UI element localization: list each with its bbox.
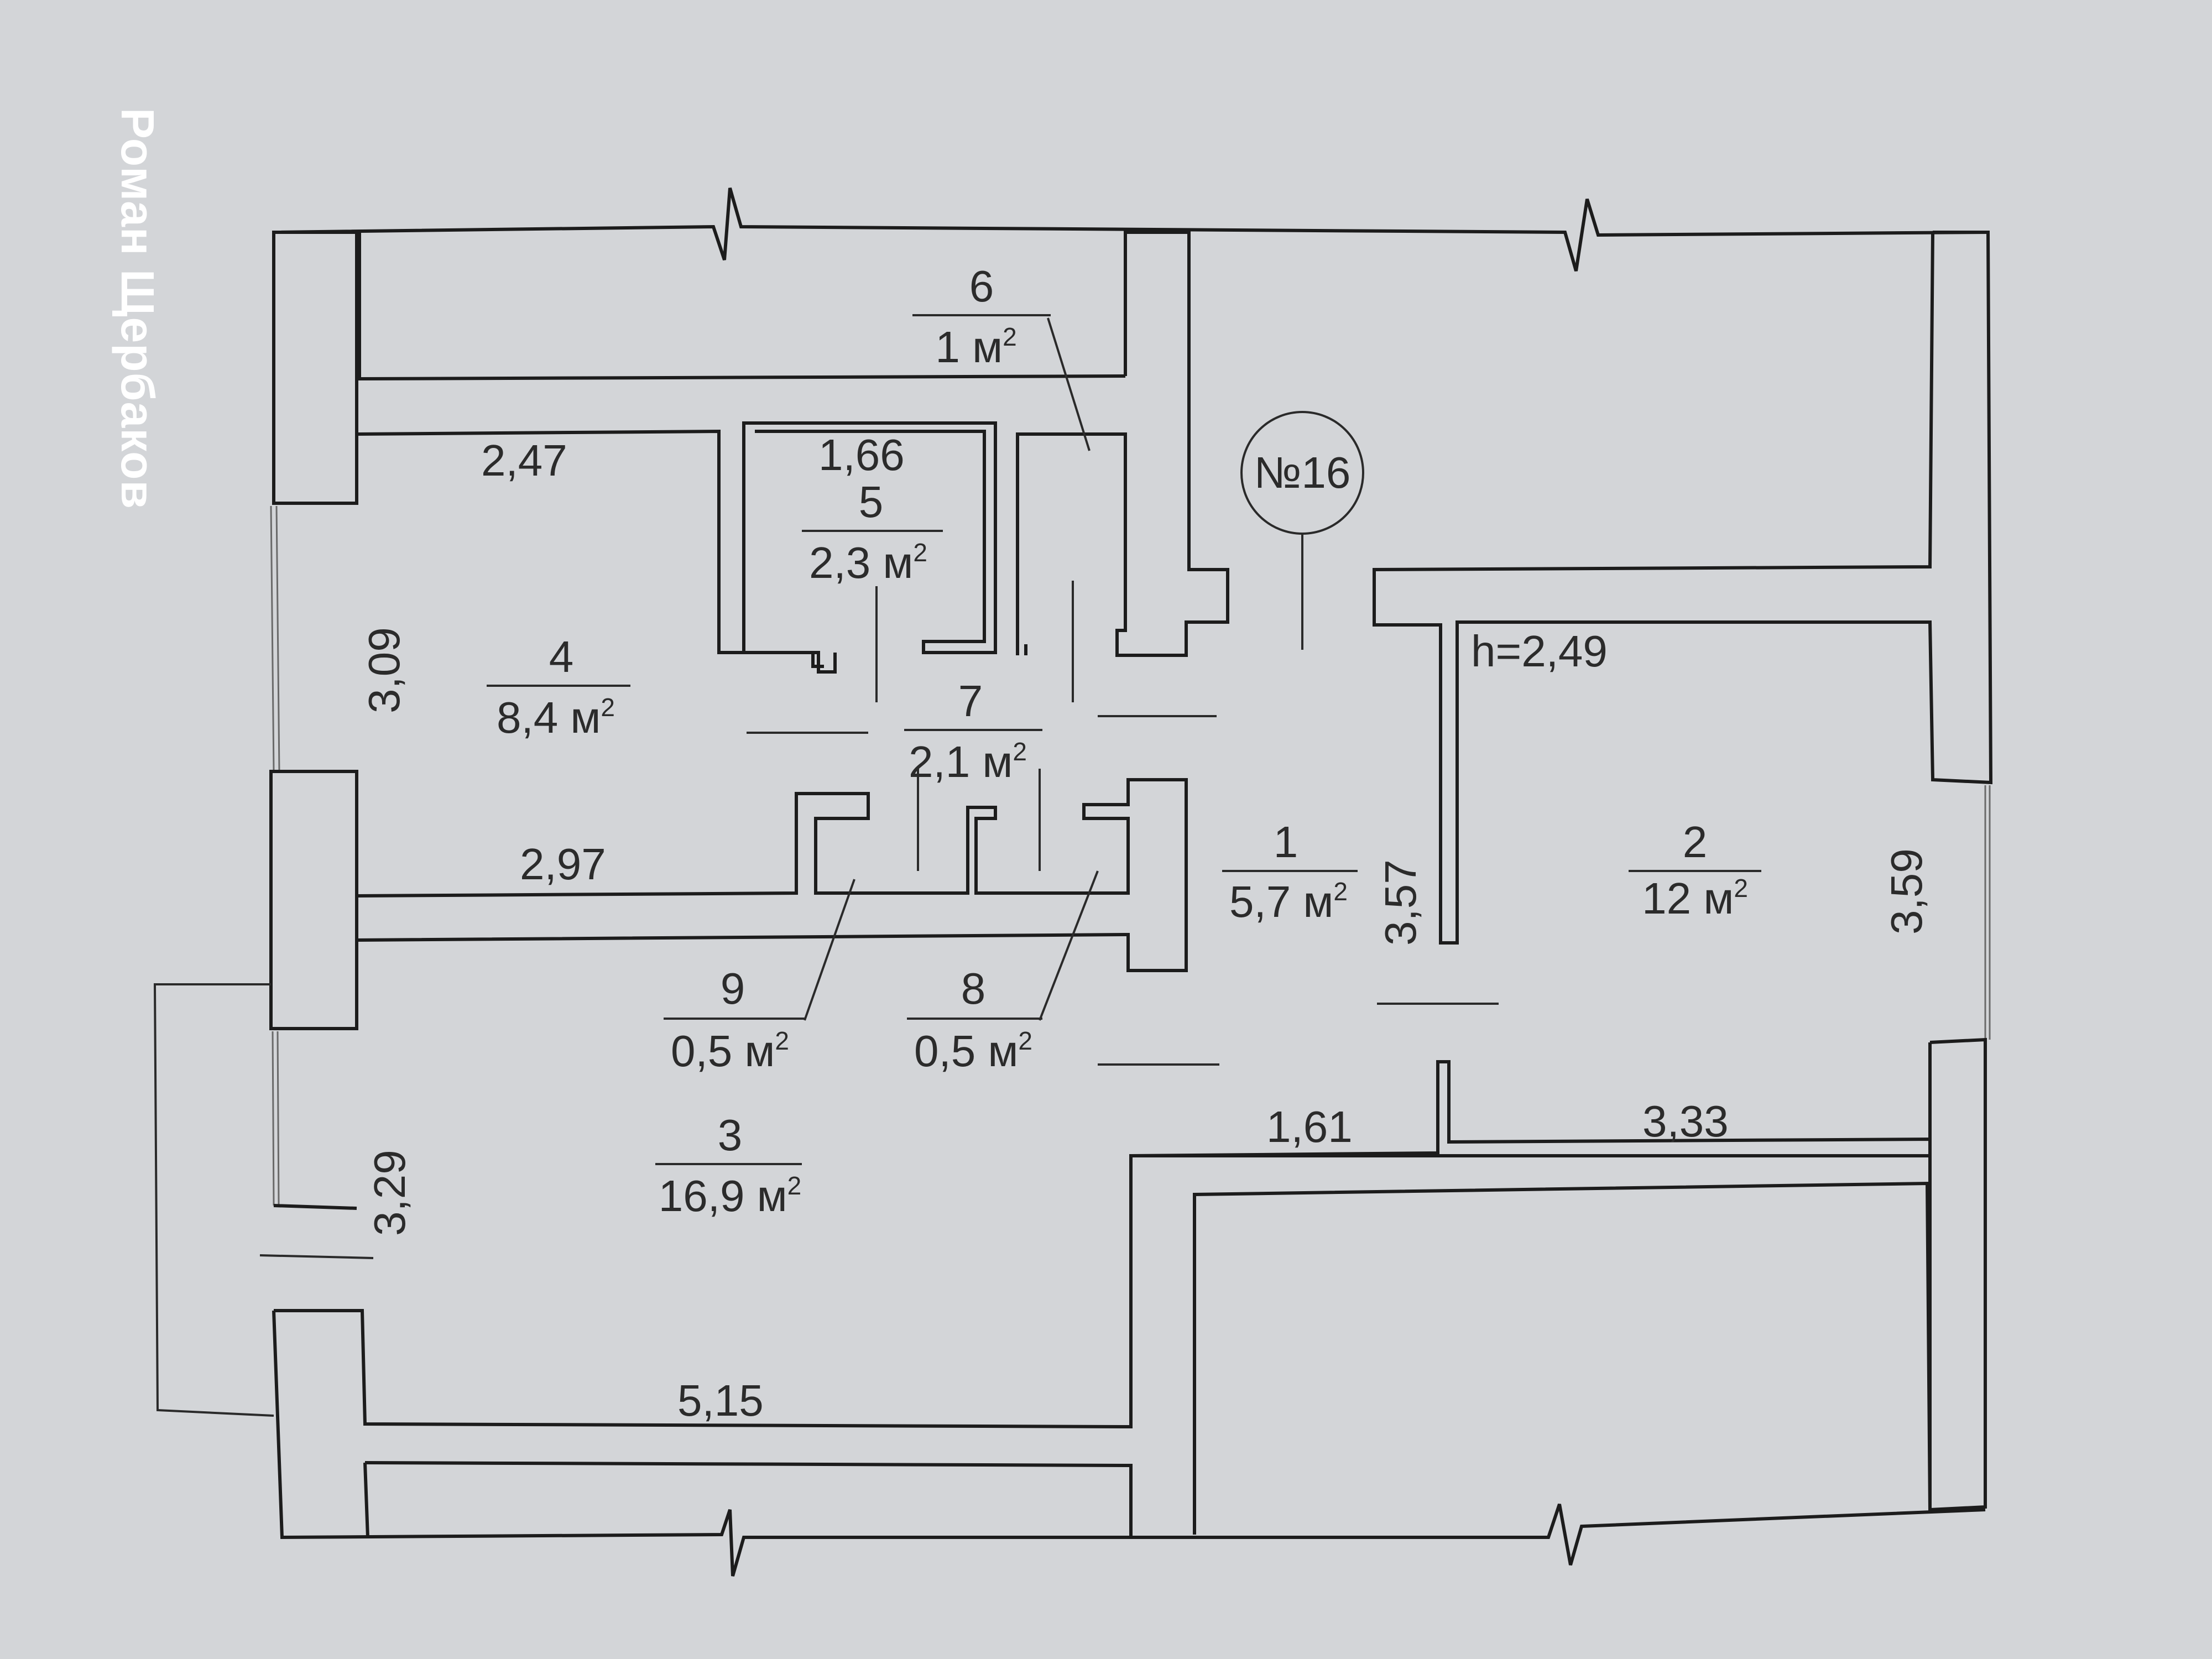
- room5-wall-inner: [744, 651, 824, 668]
- window-left-2b: [276, 1031, 280, 1206]
- bottom-wall-inner: [364, 1461, 1133, 1537]
- apartment-badge-text: №16: [1254, 448, 1351, 497]
- room4-bottom-wall: [355, 771, 1188, 1029]
- room-6-area-unit: м: [972, 322, 1003, 372]
- dim-room2-bottom: 3,33: [1642, 1097, 1729, 1146]
- leader-room6: [1047, 317, 1091, 451]
- room-4-area: 8,4 м2: [497, 693, 615, 742]
- balcony-outline: [153, 983, 274, 1417]
- room-5-area-unit: м: [883, 538, 913, 587]
- room-8-area-unit: м: [988, 1026, 1018, 1076]
- room5-wall: [742, 421, 997, 654]
- room-6-number: 6: [969, 262, 994, 311]
- room-2-area-value: 12: [1642, 874, 1691, 923]
- room-2-area-power: 2: [1734, 874, 1748, 902]
- room-8-area-power: 2: [1018, 1026, 1032, 1055]
- dim-room4-left: 3,09: [359, 627, 409, 713]
- room-3-area-unit: м: [757, 1171, 787, 1220]
- window-left-1a: [270, 505, 275, 772]
- room-5-area-power: 2: [913, 538, 927, 567]
- room-5-number: 5: [859, 477, 884, 526]
- lower-right-block: [1193, 1181, 1932, 1535]
- top-wall-outer: [273, 187, 1989, 272]
- room-1-area-unit: м: [1303, 877, 1333, 926]
- dim-room5-top: 1,66: [818, 430, 905, 479]
- bottom-wall-outer: [272, 1310, 1986, 1577]
- room4-top-wall: [356, 429, 837, 674]
- dim-room3-left: 3,29: [365, 1150, 414, 1236]
- room-7-area: 2,1 м2: [909, 737, 1027, 786]
- room-4-number: 4: [549, 632, 574, 681]
- apartment-badge-circle: [1240, 411, 1364, 535]
- room-9-area: 0,5 м2: [671, 1026, 789, 1076]
- dim-room3-bottom: 5,15: [677, 1376, 764, 1425]
- room-1-number: 1: [1274, 817, 1298, 867]
- room-8-number: 8: [961, 964, 986, 1013]
- room-1-area: 5,7 м2: [1229, 877, 1348, 926]
- room-6-area: 1 м2: [935, 322, 1016, 372]
- dim-room4-bottom: 2,97: [520, 839, 606, 889]
- left-sill-2: [273, 1204, 357, 1210]
- watermark-text: Роман Щербаков: [112, 108, 164, 510]
- room-7-number: 7: [958, 676, 983, 726]
- room-7-area-power: 2: [1013, 737, 1027, 766]
- room-6-area-value: 1: [935, 322, 960, 372]
- room-6-area-power: 2: [1003, 322, 1017, 351]
- room-1-area-value: 5,7: [1229, 877, 1291, 926]
- balcony-door-mark: [259, 1254, 374, 1259]
- dim-room2-right: 3,59: [1882, 848, 1931, 935]
- dimension-labels: 2,47 1,66 3,09 2,97 3,57 h=2,49 3,59 3,2…: [359, 430, 1931, 1425]
- dim-hall-bottom: 1,61: [1266, 1102, 1353, 1151]
- room-1-area-power: 2: [1333, 877, 1348, 906]
- room-5-area-value: 2,3: [809, 538, 870, 587]
- room-4-area-value: 8,4: [497, 693, 558, 742]
- room-3-area-power: 2: [787, 1171, 802, 1200]
- room-2-area: 12 м2: [1642, 874, 1748, 923]
- left-pier-top: [272, 231, 358, 505]
- leader-room8: [1039, 870, 1099, 1021]
- ceiling-height: h=2,49: [1471, 627, 1608, 676]
- room-7-area-value: 2,1: [909, 737, 970, 786]
- window-left-1b: [275, 505, 280, 772]
- room-9-number: 9: [721, 964, 745, 1013]
- walls: [153, 187, 1993, 1577]
- right-wall-top: [1373, 231, 1993, 945]
- room-3-area-value: 16,9: [659, 1171, 745, 1220]
- window-left-2a: [272, 1031, 275, 1206]
- left-pier-middle: [269, 770, 358, 1030]
- room-3-area: 16,9 м2: [659, 1171, 802, 1220]
- top-wall-inner: [358, 232, 1126, 381]
- dim-hall-side: 3,57: [1376, 859, 1425, 946]
- room-labels: 6 1 м2 5 2,3 м2 4 8,4 м2 7 2,1 м2 1 5,7 …: [487, 262, 1761, 1220]
- room-2-area-unit: м: [1703, 874, 1734, 923]
- room-2-number: 2: [1683, 817, 1708, 867]
- room-9-area-unit: м: [744, 1026, 775, 1076]
- room-8-area-value: 0,5: [914, 1026, 975, 1076]
- room-7-area-unit: м: [982, 737, 1013, 786]
- room-9-area-power: 2: [775, 1026, 789, 1055]
- bottom-wall-inner-left: [363, 1462, 369, 1538]
- room-3-number: 3: [718, 1110, 743, 1160]
- room-4-area-power: 2: [601, 693, 615, 722]
- room-9-area-value: 0,5: [671, 1026, 732, 1076]
- leader-room9: [804, 879, 855, 1021]
- apartment-badge: №16: [1240, 411, 1364, 535]
- dim-room4-top: 2,47: [481, 436, 567, 485]
- leader-lines: [804, 317, 1099, 1021]
- room-8-area: 0,5 м2: [914, 1026, 1032, 1076]
- room6-wall: [1016, 231, 1229, 657]
- right-wall-bottom: [1928, 1037, 1987, 1512]
- room-5-area: 2,3 м2: [809, 538, 927, 587]
- room-4-area-unit: м: [570, 693, 601, 742]
